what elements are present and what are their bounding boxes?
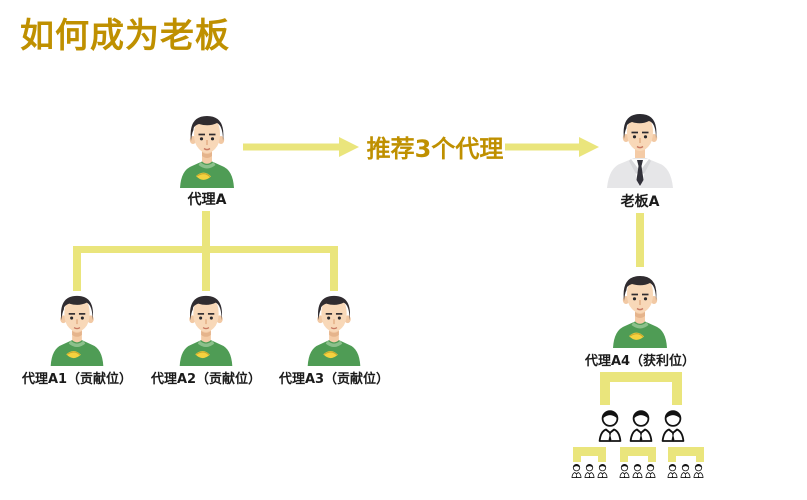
arrow-right-icon bbox=[505, 137, 599, 157]
member-group bbox=[619, 463, 656, 478]
member-person-icon bbox=[619, 463, 630, 478]
agent-a1-avatar-icon bbox=[42, 290, 112, 366]
connector-stub bbox=[636, 213, 644, 267]
connector-stub bbox=[202, 211, 210, 247]
member-person-icon bbox=[667, 463, 678, 478]
agent-a2-avatar-icon bbox=[171, 290, 241, 366]
agent-a1-label: 代理A1（贡献位） bbox=[21, 372, 133, 387]
page-title: 如何成为老板 bbox=[20, 16, 230, 56]
connector-stub bbox=[73, 246, 81, 291]
connector-stub bbox=[202, 246, 210, 291]
member-person-icon bbox=[584, 463, 595, 478]
member-person-icon bbox=[693, 463, 704, 478]
member-person-icon bbox=[629, 408, 653, 442]
member-person-icon bbox=[645, 463, 656, 478]
connector-bracket bbox=[573, 447, 606, 462]
agent-a3-avatar-icon bbox=[299, 290, 369, 366]
boss-a-label: 老板A bbox=[620, 194, 660, 210]
member-person-icon bbox=[597, 463, 608, 478]
member-group bbox=[571, 463, 608, 478]
member-person-icon bbox=[632, 463, 643, 478]
connector-bracket bbox=[668, 447, 704, 462]
boss-a-avatar-icon bbox=[601, 108, 679, 188]
member-person-icon bbox=[598, 408, 622, 442]
agent-a2-label: 代理A2（贡献位） bbox=[150, 372, 262, 387]
arrow-right-icon bbox=[243, 137, 359, 157]
connector-bracket bbox=[600, 372, 682, 405]
agent-a4-avatar-icon bbox=[605, 270, 675, 348]
agent-a-avatar-icon bbox=[172, 110, 242, 188]
connector-stub bbox=[330, 246, 338, 291]
agent-a4-label: 代理A4（获利位） bbox=[584, 354, 696, 369]
member-group bbox=[667, 463, 704, 478]
member-person-icon bbox=[571, 463, 582, 478]
connector-bracket bbox=[620, 447, 656, 462]
agent-a3-label: 代理A3（贡献位） bbox=[278, 372, 390, 387]
member-person-icon bbox=[661, 408, 685, 442]
agent-a-label: 代理A bbox=[187, 192, 227, 208]
member-person-icon bbox=[680, 463, 691, 478]
arrow-caption: 推荐3个代理 bbox=[366, 135, 504, 163]
